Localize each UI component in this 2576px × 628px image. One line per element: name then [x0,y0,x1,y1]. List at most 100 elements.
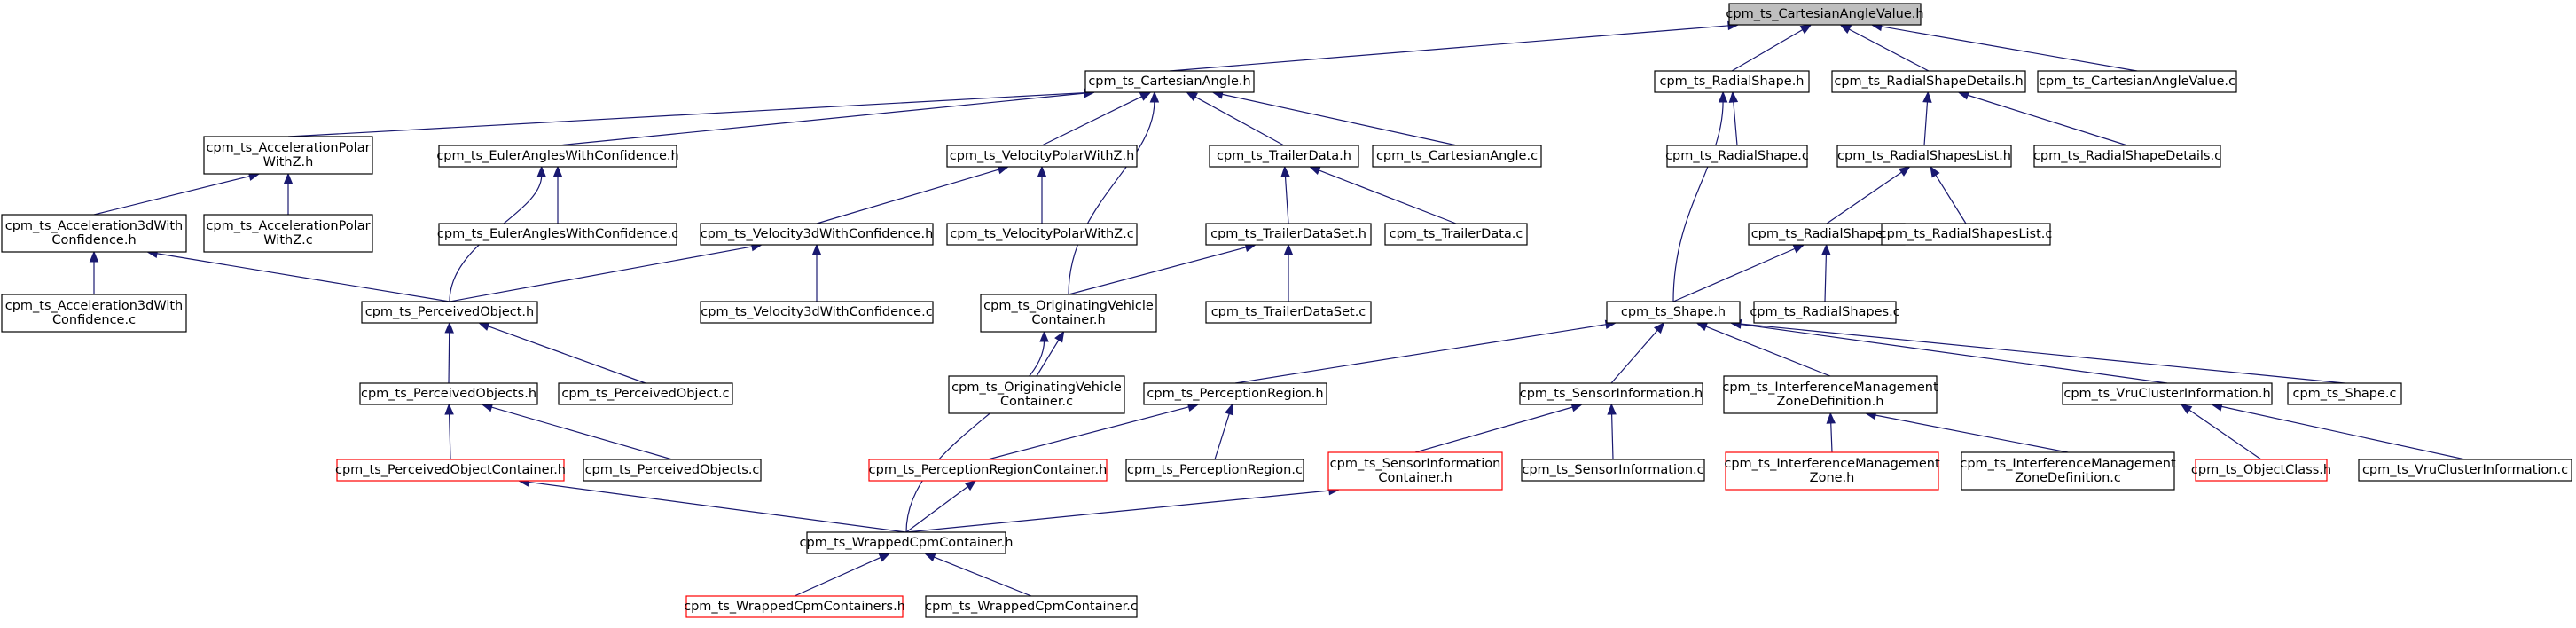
node-rs-h[interactable]: cpm_ts_RadialShape.h [1654,70,1810,93]
node-box[interactable] [1654,70,1810,93]
node-box[interactable] [946,145,1138,168]
node-box[interactable] [925,595,1138,618]
node-box[interactable] [700,223,934,246]
node-rsl-c[interactable]: cpm_ts_RadialShapesList.c [1880,223,2053,246]
node-td-c[interactable]: cpm_ts_TrailerData.c [1384,223,1528,246]
node-td-h[interactable]: cpm_ts_TrailerData.h [1209,145,1359,168]
node-cav-c[interactable]: cpm_ts_CartesianAngleValue.c [2037,70,2237,93]
node-eaw-h[interactable]: cpm_ts_EulerAnglesWithConfidence.h [436,145,679,168]
node-box[interactable] [1753,301,1897,324]
node-rss-c[interactable]: cpm_ts_RadialShapes.c [1750,301,1900,324]
node-box[interactable] [1205,223,1372,246]
node-rsd-c[interactable]: cpm_ts_RadialShapeDetails.c [2033,145,2221,168]
node-box[interactable] [868,459,1108,482]
node-vpz-h[interactable]: cpm_ts_VelocityPolarWithZ.h [946,145,1138,168]
node-rsl-h[interactable]: cpm_ts_RadialShapesList.h [1836,145,2012,168]
node-box[interactable] [359,382,538,405]
node-box[interactable] [2287,382,2402,405]
node-box[interactable] [1372,145,1542,168]
node-v3d-h[interactable]: cpm_ts_Velocity3dWithConfidence.h [700,223,934,246]
node-tds-h[interactable]: cpm_ts_TrailerDataSet.h [1205,223,1372,246]
node-box[interactable] [438,223,677,246]
node-box[interactable] [1384,223,1528,246]
node-pr-c[interactable]: cpm_ts_PerceptionRegion.c [1125,459,1304,482]
node-sh-c[interactable]: cpm_ts_Shape.c [2287,382,2402,405]
node-pr-h[interactable]: cpm_ts_PerceptionRegion.h [1143,382,1327,405]
node-box[interactable] [1881,223,2051,246]
node-box[interactable] [1521,459,1705,482]
node-box[interactable] [1666,145,1808,168]
node-box[interactable] [946,223,1138,246]
node-box[interactable] [2062,382,2273,405]
node-box[interactable] [1,214,187,253]
node-box[interactable] [685,595,904,618]
node-poc-h[interactable]: cpm_ts_PerceivedObjectContainer.h [335,459,566,482]
node-pos-h[interactable]: cpm_ts_PerceivedObjects.h [359,382,538,405]
node-box[interactable] [1836,145,2012,168]
node-eaw-c[interactable]: cpm_ts_EulerAnglesWithConfidence.c [437,223,678,246]
node-box[interactable] [1125,459,1304,482]
node-sh-h[interactable]: cpm_ts_Shape.h [1606,301,1741,324]
node-rs-c[interactable]: cpm_ts_RadialShape.c [1665,145,1809,168]
node-box[interactable] [1327,451,1503,491]
node-box[interactable] [1519,382,1703,405]
node-imzd-h[interactable]: cpm_ts_InterferenceManagementZoneDefinit… [1722,375,1938,414]
node-box[interactable] [2358,459,2572,482]
node-box[interactable] [1725,451,1939,491]
node-box[interactable] [1606,301,1741,324]
node-box[interactable] [1209,145,1359,168]
node-box[interactable] [336,459,565,482]
node-rsd-h[interactable]: cpm_ts_RadialShapeDetails.h [1831,70,2026,93]
node-box[interactable] [203,214,373,253]
node-rss-h[interactable]: cpm_ts_RadialShapes.h [1748,223,1906,246]
node-prc-h[interactable]: cpm_ts_PerceptionRegionContainer.h [868,459,1108,482]
node-box[interactable] [1205,301,1372,324]
node-po-h[interactable]: cpm_ts_PerceivedObject.h [361,301,538,324]
node-box[interactable] [583,459,762,482]
node-si-h[interactable]: cpm_ts_SensorInformation.h [1519,382,1703,405]
node-imzd-c[interactable]: cpm_ts_InterferenceManagementZoneDefinit… [1960,451,2176,491]
node-vpz-c[interactable]: cpm_ts_VelocityPolarWithZ.c [946,223,1138,246]
node-v3d-c[interactable]: cpm_ts_Velocity3dWithConfidence.c [700,301,934,324]
node-box[interactable] [203,136,373,175]
node-box[interactable] [1831,70,2026,93]
node-box[interactable] [2037,70,2237,93]
node-wccs-h[interactable]: cpm_ts_WrappedCpmContainers.h [684,595,905,618]
node-wcc-c[interactable]: cpm_ts_WrappedCpmContainer.c [925,595,1138,618]
node-ca-c[interactable]: cpm_ts_CartesianAngle.c [1372,145,1542,168]
node-root[interactable]: cpm_ts_CartesianAngleValue.h [1726,3,1924,26]
node-box[interactable] [2033,145,2221,168]
node-box[interactable] [438,145,677,168]
node-box[interactable] [1748,223,1906,246]
node-pos-c[interactable]: cpm_ts_PerceivedObjects.c [583,459,762,482]
node-vci-c[interactable]: cpm_ts_VruClusterInformation.c [2358,459,2572,482]
node-box[interactable] [1728,3,1922,26]
node-box[interactable] [700,301,934,324]
node-box[interactable] [2195,459,2328,482]
node-box[interactable] [1961,451,2175,491]
node-wcc-h[interactable]: cpm_ts_WrappedCpmContainer.h [800,531,1014,554]
node-box[interactable] [1,294,187,333]
node-tds-c[interactable]: cpm_ts_TrailerDataSet.c [1205,301,1372,324]
node-box[interactable] [980,294,1157,333]
node-po-c[interactable]: cpm_ts_PerceivedObject.c [558,382,733,405]
node-si-c[interactable]: cpm_ts_SensorInformation.c [1521,459,1705,482]
node-box[interactable] [1084,70,1255,93]
node-box[interactable] [948,375,1125,414]
node-vci-h[interactable]: cpm_ts_VruClusterInformation.h [2062,382,2273,405]
node-box[interactable] [558,382,733,405]
node-box[interactable] [806,531,1006,554]
node-oc-h[interactable]: cpm_ts_ObjectClass.h [2191,459,2331,482]
node-box[interactable] [1723,375,1938,414]
node-box[interactable] [361,301,538,324]
node-ca-h[interactable]: cpm_ts_CartesianAngle.h [1084,70,1255,93]
node-box[interactable] [1143,382,1327,405]
